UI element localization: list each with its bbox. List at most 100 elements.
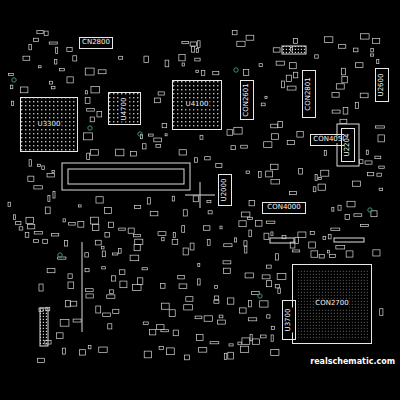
smd-part (184, 305, 193, 310)
smd-part (167, 348, 175, 355)
smd-part (287, 141, 294, 145)
part-designator: CON2700 (314, 300, 349, 308)
smd-part (228, 352, 234, 359)
smd-part (219, 315, 223, 318)
mount-hole (12, 78, 16, 82)
smd-part (38, 358, 45, 362)
smd-part (208, 211, 212, 214)
smd-part (182, 226, 185, 233)
smd-part (178, 276, 185, 279)
smd-part (116, 149, 124, 156)
part-outline (334, 238, 364, 242)
part-designator: U2600 (378, 73, 386, 98)
smd-part (213, 72, 219, 75)
smd-part (311, 251, 318, 257)
chip-outline (337, 124, 359, 166)
smd-part (276, 61, 284, 65)
bga-grid (20, 97, 78, 152)
mount-hole (234, 68, 238, 72)
smd-part (342, 77, 347, 83)
smd-part (328, 234, 331, 239)
smd-part (224, 244, 232, 247)
smd-part (25, 232, 29, 237)
smd-part (346, 251, 353, 257)
smd-part (332, 207, 334, 211)
smd-part (54, 59, 56, 64)
smd-part (195, 316, 202, 319)
part-designator: U2000 (221, 178, 229, 203)
smd-part (90, 117, 94, 122)
smd-part (332, 110, 340, 113)
smd-part (119, 228, 126, 230)
smd-part (68, 274, 72, 279)
smd-part (261, 103, 265, 106)
smd-part (190, 243, 194, 250)
smd-part (216, 163, 222, 167)
vertical-part: U3700 (282, 300, 296, 340)
smd-part (259, 64, 262, 67)
smd-part (271, 326, 274, 329)
smd-part (51, 87, 55, 89)
smd-part (39, 308, 43, 311)
smd-part (297, 131, 303, 137)
smd-part (169, 310, 175, 317)
smd-part (224, 353, 226, 359)
smd-part (271, 335, 273, 341)
smd-part (365, 161, 372, 164)
smd-part (186, 297, 193, 302)
smd-part (150, 211, 158, 215)
smd-part (87, 153, 90, 159)
vertical-part: U2000 (218, 174, 232, 206)
smd-part (179, 54, 185, 60)
smd-part (299, 168, 303, 174)
smd-part (183, 210, 187, 216)
smd-part (295, 238, 298, 244)
smd-part (119, 270, 124, 275)
smd-part (52, 171, 55, 173)
smd-part (377, 60, 379, 64)
smd-part (158, 232, 166, 236)
smd-part (248, 318, 256, 321)
connector-outline (282, 46, 306, 54)
smd-part (347, 201, 355, 207)
smd-part (159, 346, 164, 349)
smd-part (275, 254, 278, 260)
smd-part (19, 227, 23, 230)
smd-part (370, 54, 373, 56)
smd-part (9, 73, 14, 75)
smd-part (232, 31, 237, 35)
smd-part (234, 238, 236, 242)
smd-part (49, 42, 57, 44)
smd-part (360, 224, 368, 226)
smd-part (34, 186, 43, 189)
smd-part (47, 174, 54, 177)
smd-part (131, 151, 137, 156)
smd-part (69, 222, 76, 225)
smd-part (345, 214, 349, 219)
smd-part (215, 285, 218, 288)
smd-part (340, 119, 347, 123)
watermark: realschematic.com (310, 357, 395, 366)
smd-part (198, 263, 200, 266)
smd-part (281, 81, 284, 88)
smd-part (105, 232, 109, 237)
smd-part (53, 191, 55, 198)
smd-part (154, 138, 162, 142)
smd-part (273, 48, 280, 52)
smd-part (28, 225, 35, 229)
smd-part (130, 255, 139, 261)
smd-part (14, 215, 16, 220)
smd-part (113, 253, 118, 255)
smd-part (327, 250, 329, 253)
smd-part (245, 246, 247, 253)
smd-part (10, 85, 12, 89)
smd-part (134, 245, 140, 251)
smd-part (265, 96, 267, 98)
smd-part (323, 236, 326, 239)
smd-part (196, 48, 198, 52)
smd-part (109, 222, 114, 227)
smd-part (197, 334, 203, 340)
smd-part (79, 350, 85, 355)
part-designator: CON2601 (243, 82, 251, 117)
